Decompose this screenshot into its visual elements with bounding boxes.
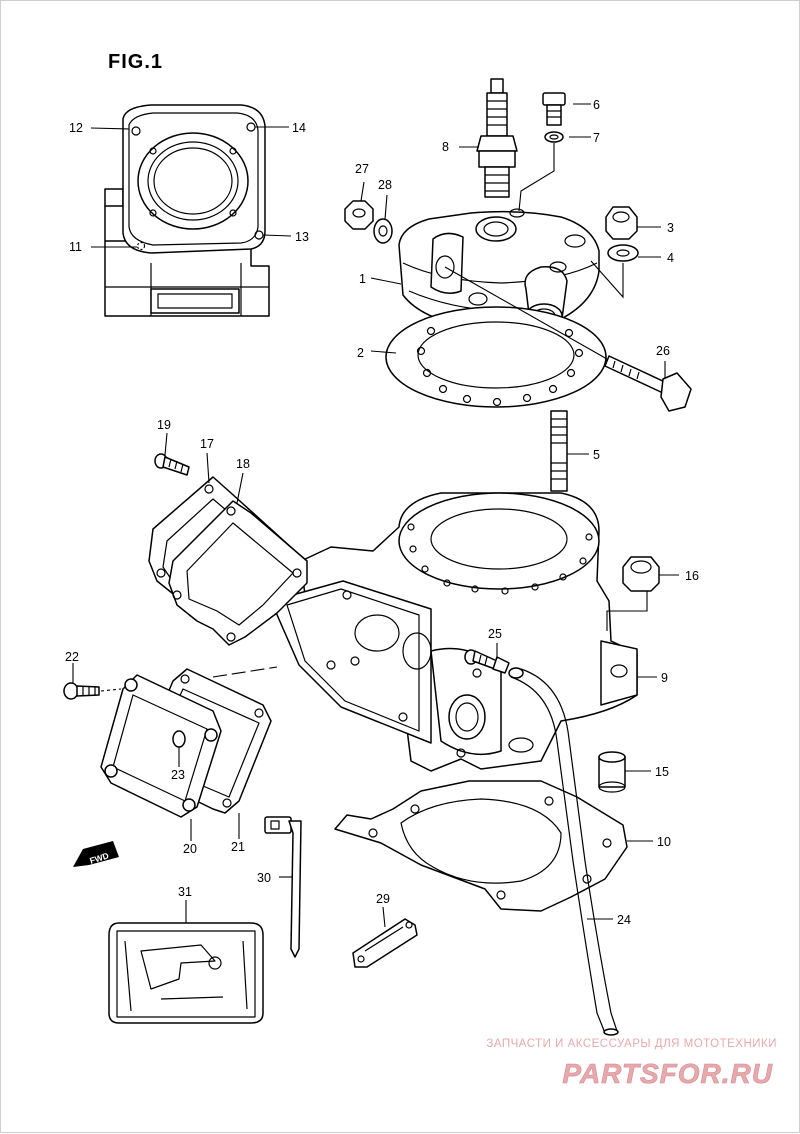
- label-1: 1: [359, 272, 366, 286]
- label-27: 27: [355, 162, 369, 176]
- label-25: 25: [488, 627, 502, 641]
- cylinder-body: [270, 492, 638, 772]
- stud-5: [550, 410, 568, 492]
- inset-cylinder-view: [104, 104, 270, 317]
- label-14: 14: [292, 121, 306, 135]
- screw-22: [63, 682, 100, 700]
- label-7: 7: [593, 131, 600, 145]
- label-10: 10: [657, 835, 671, 849]
- label-23: 23: [171, 768, 185, 782]
- hose-24: [508, 667, 619, 1036]
- label-12: 12: [69, 121, 83, 135]
- label-20: 20: [183, 842, 197, 856]
- label-11: 11: [69, 240, 82, 254]
- label-19: 19: [157, 418, 171, 432]
- head-gasket: [385, 306, 607, 408]
- label-21: 21: [231, 840, 245, 854]
- washer-28: [373, 218, 393, 244]
- label-6: 6: [593, 98, 600, 112]
- label-8: 8: [442, 140, 449, 154]
- label-28: 28: [378, 178, 392, 192]
- label-29: 29: [376, 892, 390, 906]
- screw-19: [154, 453, 190, 476]
- exhaust-cover-20: [100, 674, 222, 818]
- spark-plug: [476, 78, 518, 198]
- reed-gasket-18: [168, 500, 308, 646]
- label-4: 4: [667, 251, 674, 265]
- label-22: 22: [65, 650, 79, 664]
- washer-7: [544, 131, 564, 143]
- watermark-tagline: ЗАПЧАСТИ И АКСЕССУАРЫ ДЛЯ МОТОТЕХНИКИ: [486, 1038, 777, 1050]
- label-24: 24: [617, 913, 631, 927]
- leader-lines: [72, 103, 679, 928]
- nut-27: [344, 200, 374, 230]
- bracket-29: [352, 918, 418, 968]
- label-17: 17: [200, 437, 214, 451]
- nut-3: [605, 206, 638, 240]
- collar-15: [598, 751, 626, 793]
- label-30: 30: [257, 871, 271, 885]
- label-16: 16: [685, 569, 699, 583]
- nut-16: [622, 556, 660, 592]
- label-13: 13: [295, 230, 309, 244]
- label-2: 2: [357, 346, 364, 360]
- label-18: 18: [236, 457, 250, 471]
- label-26: 26: [656, 344, 670, 358]
- label-5: 5: [593, 448, 600, 462]
- washer-4: [607, 244, 639, 262]
- label-15: 15: [655, 765, 669, 779]
- label-3: 3: [667, 221, 674, 235]
- bolt-26: [604, 355, 692, 412]
- fwd-arrow-icon: FWD: [73, 841, 119, 867]
- clip-30: [264, 816, 302, 958]
- bolt-6: [542, 92, 566, 126]
- figure-title: FIG.1: [108, 51, 164, 73]
- watermark-logo-text: PARTSFOR.RU: [562, 1058, 773, 1089]
- watermark-logo: PARTSFOR.RU: [562, 1058, 773, 1090]
- screw-25: [464, 649, 510, 674]
- plate-31: [108, 922, 264, 1024]
- callout-labels: 12 14 13 11 8 6 7 27 28 1 2 3 4 26 5 16 …: [65, 98, 699, 927]
- base-gasket: [334, 780, 628, 912]
- label-31: 31: [178, 885, 192, 899]
- label-9: 9: [661, 671, 668, 685]
